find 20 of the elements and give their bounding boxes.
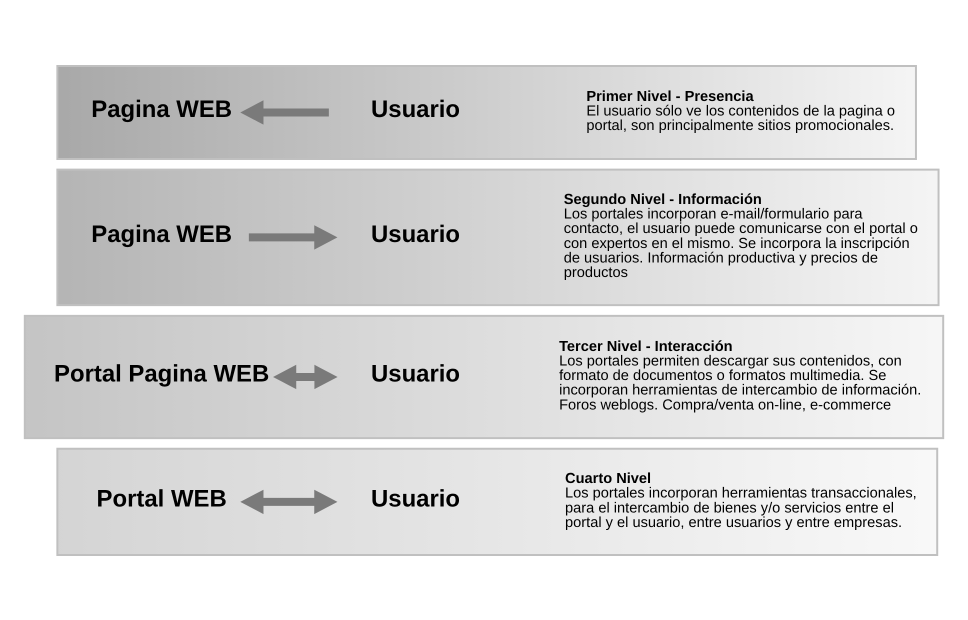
node-text: Pagina WEB — [91, 220, 232, 248]
arrow — [248, 224, 338, 250]
cluster — [56, 447, 938, 556]
node-text: Pagina WEB — [91, 95, 232, 122]
arrow — [240, 489, 338, 514]
node-text: Portal WEB — [96, 484, 227, 512]
arrow — [273, 364, 338, 389]
node-text: Usuario — [371, 484, 460, 512]
node-text: Primer Nivel - Presencia El usuario sólo ve los contenidos de la pagina o portal, son principalmente sitios promocionales. — [586, 88, 895, 134]
node-text: Usuario — [371, 95, 460, 122]
cluster — [56, 64, 917, 160]
node-text: Usuario — [371, 360, 460, 387]
node-text: Portal Pagina WEB — [54, 360, 270, 387]
node-text: Usuario — [371, 220, 460, 248]
node-text: Cuarto Nivel Los portales incorporan herramientas transaccionales, para el intercambio de bienes y/o servicios entre el portal y el usuario, entre usuarios y entre empresas. — [565, 470, 917, 530]
node-text: Tercer Nivel - Interacción Los portales permiten descargar sus contenidos, con formato de documentos o formatos multimedia. Se incorporan herramientas de intercambio de información. Foros weblogs. Compra/venta on-line, e-commerce — [559, 338, 922, 413]
cluster — [56, 168, 940, 306]
cluster — [24, 314, 944, 439]
node-text: Segundo Nivel - Información Los portales incorporan e-mail/formulario para contacto, el usuario puede comunicarse con el portal o con expertos en el mismo. Se incorpora la inscripción de usuarios. Información productiva y precios de productos — [564, 191, 918, 281]
arrow — [240, 100, 329, 124]
